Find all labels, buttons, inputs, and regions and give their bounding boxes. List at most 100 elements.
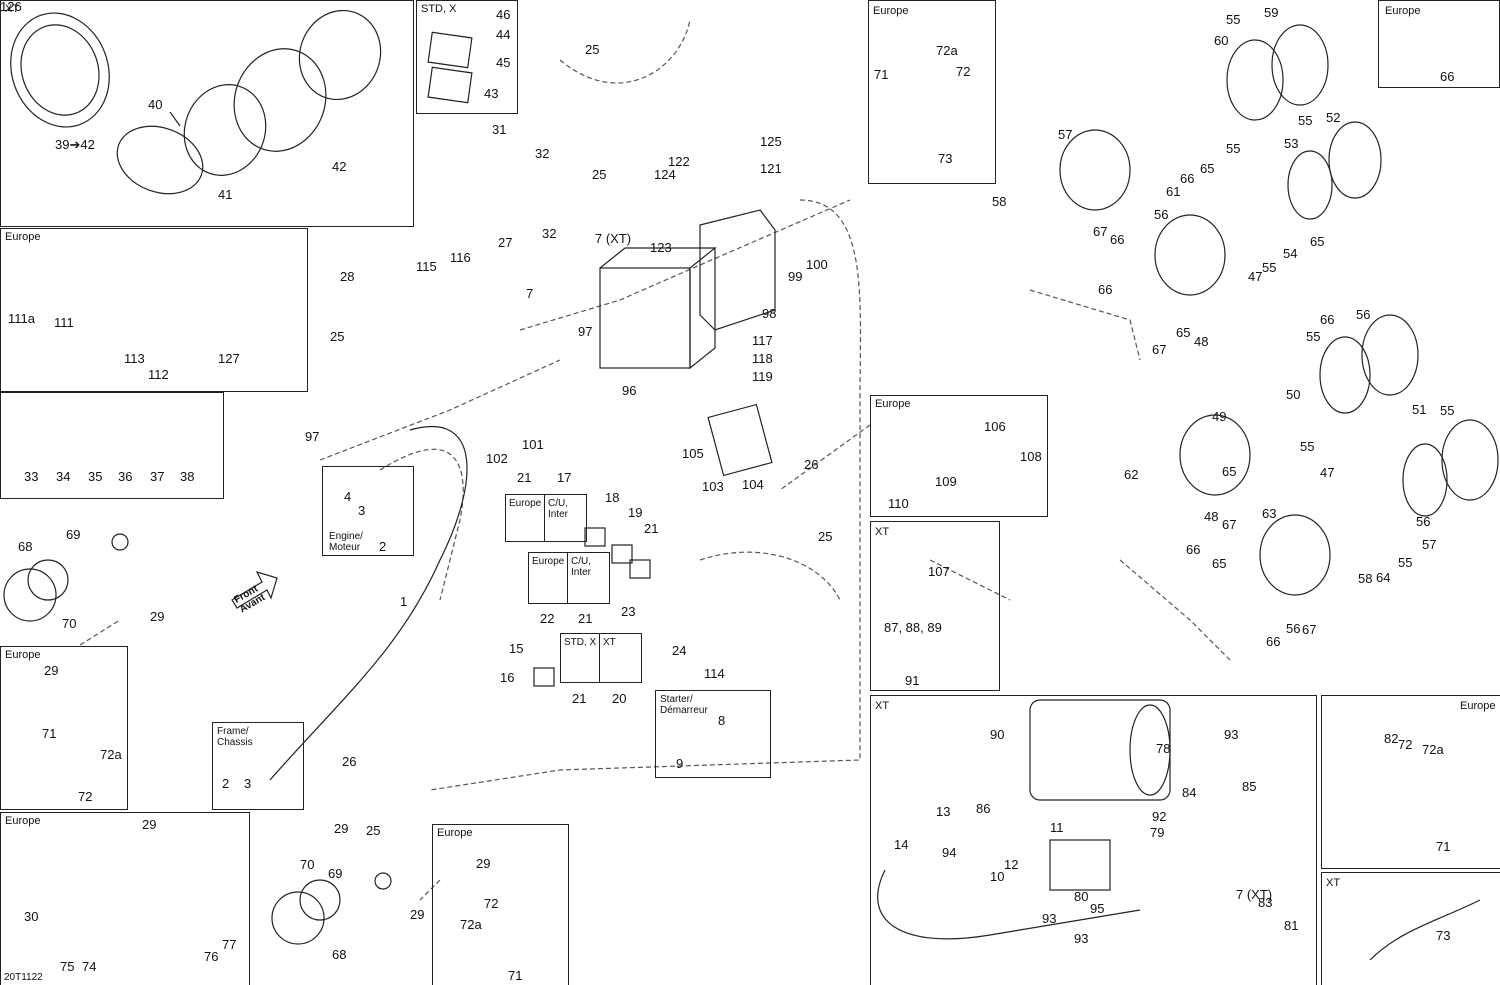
- callout-number: 78: [1156, 741, 1171, 756]
- callout-number: 12: [1004, 857, 1019, 872]
- callout-number: 25: [366, 823, 381, 838]
- clips-box: [0, 392, 224, 499]
- callout-number: 56: [1286, 621, 1301, 636]
- callout-number: 84: [1182, 785, 1197, 800]
- callout-number: 69: [328, 866, 343, 881]
- switch-variant: Europe: [509, 498, 542, 509]
- xt-winch-box: XT: [870, 695, 1317, 985]
- callout-number: 67: [1222, 517, 1237, 532]
- callout-number: 21: [517, 470, 532, 485]
- starter-label: Starter/ Démarreur: [660, 694, 708, 716]
- box-title: Europe: [5, 649, 41, 661]
- callout-number: 65: [1176, 325, 1191, 340]
- callout-number: 92: [1152, 809, 1167, 824]
- callout-number: 24: [672, 643, 687, 658]
- callout-number: 72a: [936, 43, 958, 58]
- callout-number: 29: [150, 609, 165, 624]
- headlight-art: [3, 533, 392, 945]
- callout-number: 115: [416, 259, 437, 274]
- callout-number: 70: [300, 857, 315, 872]
- callout-number: 7 (XT): [595, 231, 632, 246]
- callout-number: 43: [484, 86, 499, 101]
- callout-number: 65: [1212, 556, 1227, 571]
- callout-number: 34: [56, 469, 71, 484]
- callout-number: 73: [938, 151, 953, 166]
- callout-number: 66: [1320, 312, 1335, 327]
- callout-number: 67: [1152, 342, 1167, 357]
- callout-number: 114: [704, 666, 725, 681]
- callout-number: 119: [752, 369, 773, 384]
- callout-number: 93: [1074, 931, 1089, 946]
- callout-number: 55: [1440, 403, 1455, 418]
- switch-row3-box: STD, X XT: [560, 633, 642, 683]
- callout-number: 75: [60, 959, 75, 974]
- callout-number: 33: [24, 469, 39, 484]
- europe-switch-box: Europe: [0, 228, 308, 392]
- callout-number: 66: [1180, 171, 1195, 186]
- callout-number: 96: [622, 383, 637, 398]
- wire-1: [269, 425, 468, 781]
- callout-number: 7: [526, 286, 534, 301]
- box-title: Europe: [5, 231, 41, 243]
- callout-number: 56: [1154, 207, 1169, 222]
- switch-variant: C/U, Inter: [571, 556, 592, 578]
- callout-number: 65: [1200, 161, 1215, 176]
- callout-number: 14: [894, 837, 909, 852]
- callout-number: 55: [1226, 12, 1241, 27]
- callout-number: 9: [676, 756, 684, 771]
- callout-number: 15: [509, 641, 524, 656]
- callout-number: 21: [644, 521, 659, 536]
- callout-number: 47: [1248, 269, 1263, 284]
- callout-number: 82: [1384, 731, 1399, 746]
- callout-number: 87, 88, 89: [884, 620, 942, 635]
- callout-number: 18: [605, 490, 620, 505]
- front-arrow-art: [231, 571, 278, 609]
- callout-number: 103: [702, 479, 724, 494]
- callout-number: 69: [66, 527, 81, 542]
- callout-number: 67: [1093, 224, 1108, 239]
- callout-number: 59: [1264, 5, 1279, 20]
- callout-number: 72: [78, 789, 93, 804]
- callout-number: 7 (XT): [1236, 887, 1273, 902]
- callout-number: 53: [1284, 136, 1299, 151]
- callout-number: 121: [760, 161, 782, 176]
- box-title: XT: [1326, 877, 1341, 889]
- callout-number: 4: [344, 489, 352, 504]
- callout-number: 110: [888, 496, 909, 511]
- callout-number: 54: [1283, 246, 1298, 261]
- callout-number: 26: [804, 457, 819, 472]
- callout-number: 44: [496, 27, 511, 42]
- callout-number: 1: [400, 594, 408, 609]
- frame-box: Frame/ Chassis: [212, 722, 304, 810]
- callout-number: 72a: [1422, 742, 1444, 757]
- callout-number: 3: [244, 776, 252, 791]
- callout-number: 37: [150, 469, 165, 484]
- callout-number: 77: [222, 937, 237, 952]
- callout-number: 113: [124, 351, 145, 366]
- callout-number: 72: [484, 896, 499, 911]
- callout-number: 65: [1222, 464, 1237, 479]
- callout-number: 66: [1266, 634, 1281, 649]
- callout-number: 66: [1440, 69, 1455, 84]
- callout-number: 93: [1224, 727, 1239, 742]
- callout-number: 60: [1214, 33, 1229, 48]
- callout-number: 26: [342, 754, 357, 769]
- callout-number: 55: [1226, 141, 1241, 156]
- callout-number: 55: [1262, 260, 1277, 275]
- callout-number: 97: [305, 429, 320, 444]
- callout-number: 112: [148, 367, 169, 382]
- callout-number: 55: [1298, 113, 1313, 128]
- callout-number: 72: [1398, 737, 1413, 752]
- xt-horn-box: XT: [870, 521, 1000, 691]
- callout-number: 100: [806, 257, 828, 272]
- switch-variant: Europe: [532, 556, 565, 567]
- callout-number: 95: [1090, 901, 1105, 916]
- callout-number: 66: [1110, 232, 1125, 247]
- callout-number: 41: [218, 187, 233, 202]
- callout-number: 20: [612, 691, 627, 706]
- box-title: STD, X: [421, 3, 457, 15]
- callout-number: 29: [44, 663, 59, 678]
- callout-number: 79: [1150, 825, 1165, 840]
- callout-number: 73: [1436, 928, 1451, 943]
- callout-number: 8: [718, 713, 726, 728]
